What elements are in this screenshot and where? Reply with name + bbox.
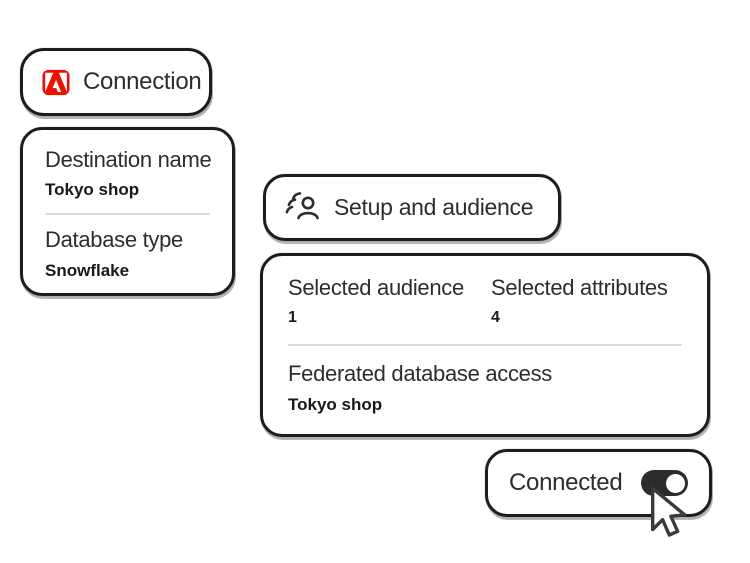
- connected-toggle[interactable]: [641, 470, 688, 496]
- destination-name-value: Tokyo shop: [45, 180, 140, 200]
- divider: [45, 213, 210, 216]
- database-type-value: Snowflake: [45, 260, 130, 280]
- connected-label: Connected: [509, 469, 623, 496]
- selected-audience-stat: Selected audience 1: [288, 275, 491, 327]
- selected-attributes-label: Selected attributes: [491, 275, 668, 300]
- toggle-knob: [665, 473, 685, 493]
- summary-card: Selected audience 1 Selected attributes …: [260, 253, 710, 437]
- federated-access-label: Federated database access: [288, 361, 553, 387]
- selected-audience-value: 1: [288, 309, 297, 327]
- connected-card: Connected: [485, 449, 712, 517]
- federated-access-value: Tokyo shop: [288, 394, 383, 414]
- selected-attributes-stat: Selected attributes 4: [491, 275, 668, 327]
- selected-attributes-value: 4: [491, 309, 500, 327]
- stats-row: Selected audience 1 Selected attributes …: [288, 275, 682, 327]
- selected-audience-label: Selected audience: [288, 275, 464, 300]
- destination-name-label: Destination name: [45, 147, 212, 172]
- adobe-logo-icon: [42, 69, 70, 96]
- destination-name-field: Destination name Tokyo shop: [45, 147, 212, 200]
- setup-card: Setup and audience: [263, 174, 561, 241]
- destination-card: Destination name Tokyo shop Database typ…: [20, 127, 235, 296]
- divider: [288, 344, 682, 347]
- database-type-field: Database type Snowflake: [45, 227, 210, 280]
- audience-icon: [285, 190, 321, 226]
- federated-access-field: Federated database access Tokyo shop: [288, 361, 682, 414]
- connection-card: Connection: [20, 48, 212, 116]
- setup-title: Setup and audience: [334, 194, 534, 220]
- database-type-label: Database type: [45, 227, 183, 253]
- connection-title: Connection: [83, 68, 202, 95]
